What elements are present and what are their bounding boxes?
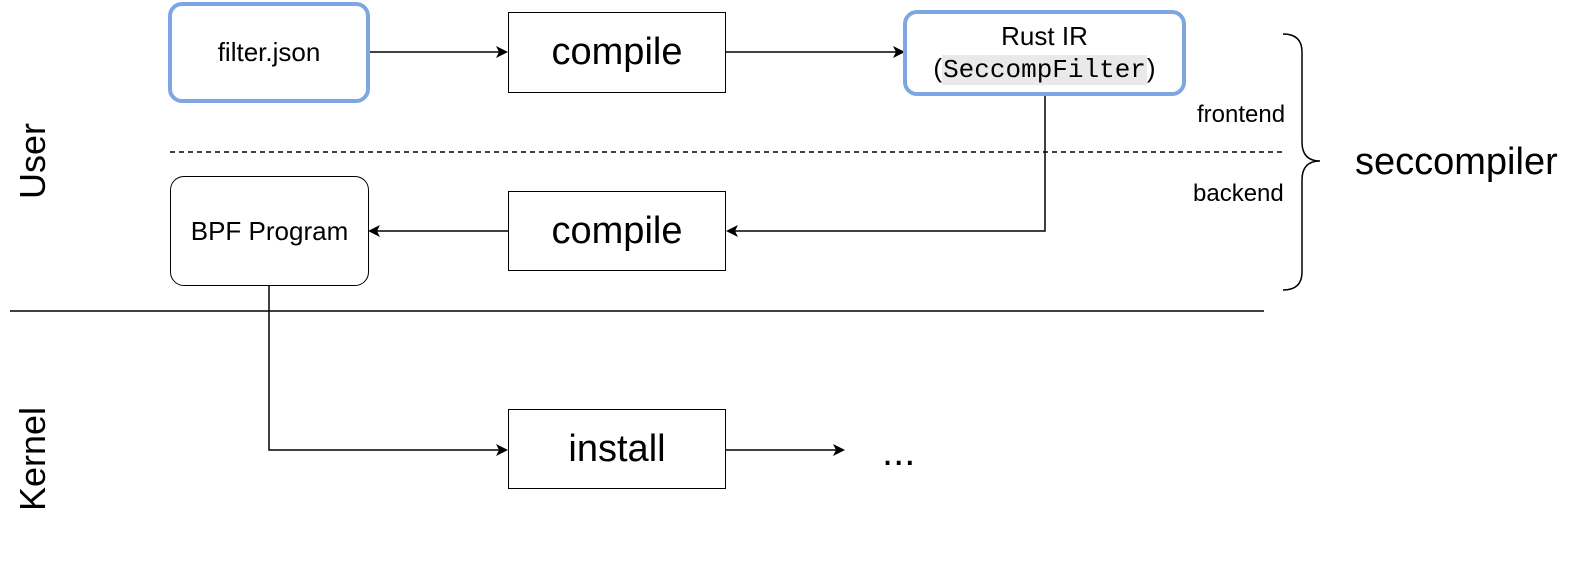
filter-json-node[interactable]: filter.json — [168, 2, 370, 103]
arrow-bpf-to-install — [268, 286, 508, 456]
rust-ir-close-paren: ) — [1146, 53, 1156, 83]
frontend-label: frontend — [1197, 101, 1286, 128]
rust-ir-open-paren: ( — [933, 53, 943, 83]
compile-frontend-node[interactable]: compile — [508, 12, 726, 93]
arrow-rust-ir-to-compile — [726, 95, 1046, 237]
compile-frontend-label: compile — [551, 31, 683, 73]
lane-label-kernel: Kernel — [12, 406, 53, 512]
lane-label-user: User — [12, 122, 53, 200]
bpf-program-label: BPF Program — [190, 215, 349, 246]
seccompiler-brace — [1282, 33, 1321, 291]
rust-ir-title: Rust IR — [1001, 20, 1088, 51]
rust-ir-type-line: (SeccompFilter) — [933, 52, 1156, 87]
seccompiler-label: seccompiler — [1355, 141, 1558, 183]
bpf-program-node[interactable]: BPF Program — [170, 176, 369, 286]
install-label: install — [568, 427, 666, 470]
backend-label: backend — [1193, 180, 1284, 207]
ellipsis-label: ... — [882, 430, 916, 474]
filter-json-label: filter.json — [217, 37, 321, 67]
rust-ir-type-code: SeccompFilter — [942, 55, 1147, 85]
compile-backend-label: compile — [551, 209, 683, 252]
install-node[interactable]: install — [508, 409, 726, 489]
compile-backend-node[interactable]: compile — [508, 191, 726, 271]
rust-ir-node[interactable]: Rust IR (SeccompFilter) — [903, 10, 1186, 96]
